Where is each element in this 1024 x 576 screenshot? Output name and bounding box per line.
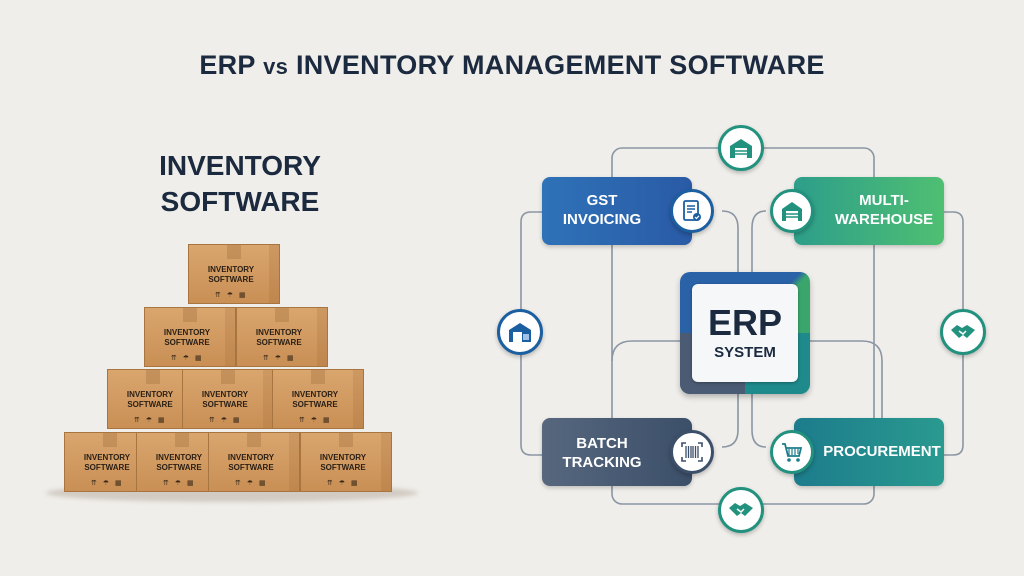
box-handling-symbols: ⇈ ☂ ▦ xyxy=(299,417,332,424)
connector-left-batch xyxy=(520,321,542,456)
box-tape xyxy=(275,308,289,322)
gst-invoicing-icon-badge xyxy=(670,189,714,233)
box-handling-symbols: ⇈ ☂ ▦ xyxy=(134,417,167,424)
box-handling-symbols: ⇈ ☂ ▦ xyxy=(171,355,204,362)
connector-gst-core xyxy=(721,210,739,272)
multi-warehouse-module[interactable]: MULTI- WAREHOUSE xyxy=(794,177,944,245)
core-erp-label: ERP xyxy=(707,302,783,343)
warehouse-icon xyxy=(730,139,752,158)
heading-line-1: INVENTORY xyxy=(159,150,321,181)
handshake-icon xyxy=(951,325,975,338)
box-tape xyxy=(247,433,261,447)
procurement-icon-badge xyxy=(770,430,814,474)
box-handling-symbols: ⇈ ☂ ▦ xyxy=(263,355,296,362)
box-tape xyxy=(103,433,117,447)
cart-icon xyxy=(782,443,803,462)
box-handling-symbols: ⇈ ☂ ▦ xyxy=(215,292,248,299)
connector-left-gst xyxy=(520,211,542,321)
box-handling-symbols: ⇈ ☂ ▦ xyxy=(209,417,242,424)
box-tape xyxy=(146,370,160,384)
connector-core-left xyxy=(611,340,680,362)
box-handling-symbols: ⇈ ☂ ▦ xyxy=(327,480,360,487)
title-erp: ERP xyxy=(199,50,256,80)
box-tape xyxy=(183,308,197,322)
heading-line-2: SOFTWARE xyxy=(160,186,320,217)
title-inventory: INVENTORY MANAGEMENT SOFTWARE xyxy=(295,50,825,80)
warehouse-icon xyxy=(782,202,802,221)
procurement-module[interactable]: PROCUREMENT xyxy=(794,418,944,486)
box-tape xyxy=(221,370,235,384)
multi-warehouse-label: MULTI- WAREHOUSE xyxy=(834,192,934,228)
multi-warehouse-icon-badge xyxy=(770,189,814,233)
barcode-icon xyxy=(681,442,703,462)
gst-invoicing-module[interactable]: GST INVOICING xyxy=(542,177,692,245)
batch-tracking-module[interactable]: BATCH TRACKING xyxy=(542,418,692,486)
core-system-label: SYSTEM xyxy=(714,344,776,361)
connector-multi-core xyxy=(751,210,767,272)
core-inner-panel: ERP SYSTEM xyxy=(692,284,798,382)
box-tape xyxy=(339,433,353,447)
box-handling-symbols: ⇈ ☂ ▦ xyxy=(235,480,268,487)
inventory-software-heading: INVENTORY SOFTWARE xyxy=(140,148,340,220)
left-node[interactable] xyxy=(497,309,543,355)
bottom-node[interactable] xyxy=(718,487,764,533)
handshake-icon xyxy=(729,503,753,516)
box-handling-symbols: ⇈ ☂ ▦ xyxy=(163,480,196,487)
page-title: ERP vs INVENTORY MANAGEMENT SOFTWARE xyxy=(0,50,1024,81)
top-node[interactable] xyxy=(718,125,764,171)
connector-batch-core xyxy=(721,394,739,448)
gst-invoicing-label: GST INVOICING xyxy=(562,192,642,228)
connector-right-multi xyxy=(944,211,964,331)
connector-right-proc xyxy=(944,331,964,456)
box-handling-symbols: ⇈ ☂ ▦ xyxy=(91,480,124,487)
box-tape xyxy=(311,370,325,384)
right-node[interactable] xyxy=(940,309,986,355)
connector-proc-core xyxy=(751,394,767,448)
procurement-label: PROCUREMENT xyxy=(823,443,941,460)
box-tape xyxy=(175,433,189,447)
invoice-icon xyxy=(683,200,701,221)
warehouse-icon xyxy=(509,323,531,342)
connector-core-right xyxy=(810,340,883,418)
batch-tracking-icon-badge xyxy=(670,430,714,474)
erp-system-core[interactable]: ERP SYSTEM xyxy=(680,272,810,394)
box-tape xyxy=(227,245,241,259)
title-vs: vs xyxy=(263,54,289,79)
batch-tracking-label: BATCH TRACKING xyxy=(562,435,642,471)
